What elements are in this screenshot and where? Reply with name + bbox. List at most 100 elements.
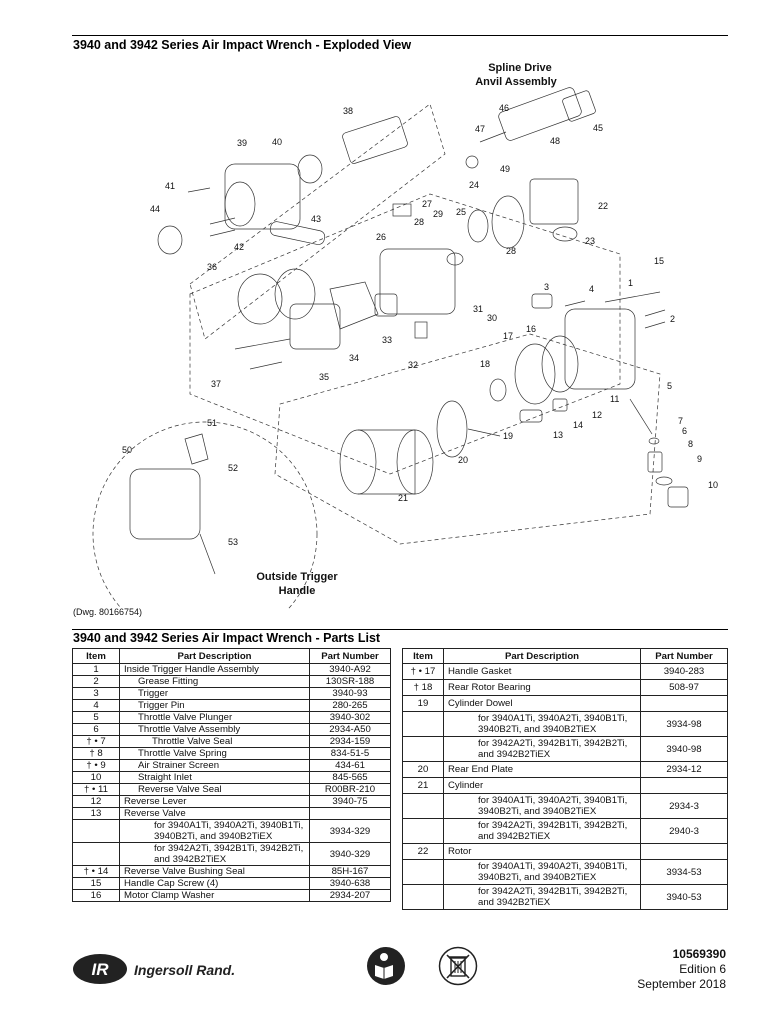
cell-desc: for 3940A1Ti, 3940A2Ti, 3940B1Ti, 3940B2… [443, 859, 641, 885]
doc-number: 10569390 [672, 947, 726, 961]
cell-item: † • 17 [402, 663, 444, 680]
callout-15: 15 [654, 256, 664, 266]
callout-52: 52 [228, 463, 238, 473]
cell-item [402, 818, 444, 844]
cell-pn: 2934-A50 [309, 723, 391, 736]
spline-caption-line2: Anvil Assembly [475, 76, 557, 88]
cell-desc: for 3940A1Ti, 3940A2Ti, 3940B1Ti, 3940B2… [443, 711, 641, 737]
cell-pn: 3940-53 [640, 884, 728, 910]
edition: Edition 6 [679, 962, 726, 976]
cell-desc: for 3940A1Ti, 3940A2Ti, 3940B1Ti, 3940B2… [119, 819, 310, 843]
cell-item [402, 859, 444, 885]
exploded-view-title: 3940 and 3942 Series Air Impact Wrench -… [73, 38, 412, 52]
cell-item: † • 11 [72, 783, 120, 796]
cell-item [402, 736, 444, 762]
callout-24: 24 [469, 180, 479, 190]
callout-1: 1 [628, 278, 633, 288]
cell-pn: 2934-12 [640, 761, 728, 778]
cell-pn: 3934-329 [309, 819, 391, 843]
table-row: for 3942A2Ti, 3942B1Ti, 3942B2Ti, and 39… [72, 842, 391, 866]
callout-6: 6 [682, 426, 687, 436]
callout-38: 38 [343, 106, 353, 116]
cell-desc: Trigger Pin [119, 699, 310, 712]
col-item: Item [72, 648, 120, 664]
cell-pn: 3940-302 [309, 711, 391, 724]
table-row: for 3940A1Ti, 3940A2Ti, 3940B1Ti, 3940B2… [402, 793, 728, 819]
callout-5: 5 [667, 381, 672, 391]
cell-desc: Rear End Plate [443, 761, 641, 778]
cell-item: 16 [72, 889, 120, 902]
callout-34: 34 [349, 353, 359, 363]
cell-desc: Throttle Valve Spring [119, 747, 310, 760]
cell-item: † 18 [402, 679, 444, 696]
callout-2: 2 [670, 314, 675, 324]
cell-desc: for 3942A2Ti, 3942B1Ti, 3942B2Ti, and 39… [443, 736, 641, 762]
col-part-number: Part Number [640, 648, 728, 664]
document-info: 10569390 Edition 6 September 2018 [637, 947, 726, 992]
col-description: Part Description [443, 648, 641, 664]
callout-16: 16 [526, 324, 536, 334]
callout-32: 32 [408, 360, 418, 370]
cell-desc: Air Strainer Screen [119, 759, 310, 772]
cell-desc: Rotor [443, 843, 641, 860]
cell-item: 2 [72, 675, 120, 688]
publish-date: September 2018 [637, 977, 726, 991]
cell-item: 10 [72, 771, 120, 784]
cell-pn: 3940-98 [640, 736, 728, 762]
callout-7: 7 [678, 416, 683, 426]
cell-pn: 2940-3 [640, 818, 728, 844]
cell-desc: Motor Clamp Washer [119, 889, 310, 902]
callout-50: 50 [122, 445, 132, 455]
cell-pn: 3940-329 [309, 842, 391, 866]
table-row: for 3940A1Ti, 3940A2Ti, 3940B1Ti, 3940B2… [402, 711, 728, 737]
table-row: for 3942A2Ti, 3942B1Ti, 3942B2Ti, and 39… [402, 818, 728, 844]
trigger-caption-line2: Handle [279, 585, 316, 597]
cell-desc: Throttle Valve Seal [119, 735, 310, 748]
callout-12: 12 [592, 410, 602, 420]
callout-23: 23 [585, 236, 595, 246]
callout-11: 11 [610, 394, 619, 404]
callout-21: 21 [398, 493, 408, 503]
callout-49: 49 [500, 164, 510, 174]
callout-31: 31 [473, 304, 483, 314]
callout-43: 43 [311, 214, 321, 224]
callout-20: 20 [458, 455, 468, 465]
callout-51: 51 [207, 418, 217, 428]
cell-pn [640, 843, 728, 860]
cell-pn: 2934-159 [309, 735, 391, 748]
cell-item: 21 [402, 777, 444, 794]
callout-41: 41 [165, 181, 175, 191]
cell-item [402, 793, 444, 819]
ingersoll-rand-logo: IR [73, 954, 127, 984]
cell-pn: 3940-93 [309, 687, 391, 700]
cell-item [402, 711, 444, 737]
cell-item: 1 [72, 663, 120, 676]
cell-item: † • 14 [72, 865, 120, 878]
table-row: for 3940A1Ti, 3940A2Ti, 3940B1Ti, 3940B2… [72, 819, 391, 843]
callout-10: 10 [708, 480, 718, 490]
cell-pn: 3940-75 [309, 795, 391, 808]
cell-pn: 508-97 [640, 679, 728, 696]
cell-item: 20 [402, 761, 444, 778]
trigger-caption-line1: Outside Trigger [256, 571, 338, 583]
callout-46: 46 [499, 103, 509, 113]
cell-item: 3 [72, 687, 120, 700]
callout-9: 9 [697, 454, 702, 464]
cell-item: 5 [72, 711, 120, 724]
callout-39: 39 [237, 138, 247, 148]
cell-pn: 280-265 [309, 699, 391, 712]
cell-desc: Inside Trigger Handle Assembly [119, 663, 310, 676]
callout-35: 35 [319, 372, 329, 382]
cell-item: 15 [72, 877, 120, 890]
crossed-bin-icon [438, 946, 478, 986]
